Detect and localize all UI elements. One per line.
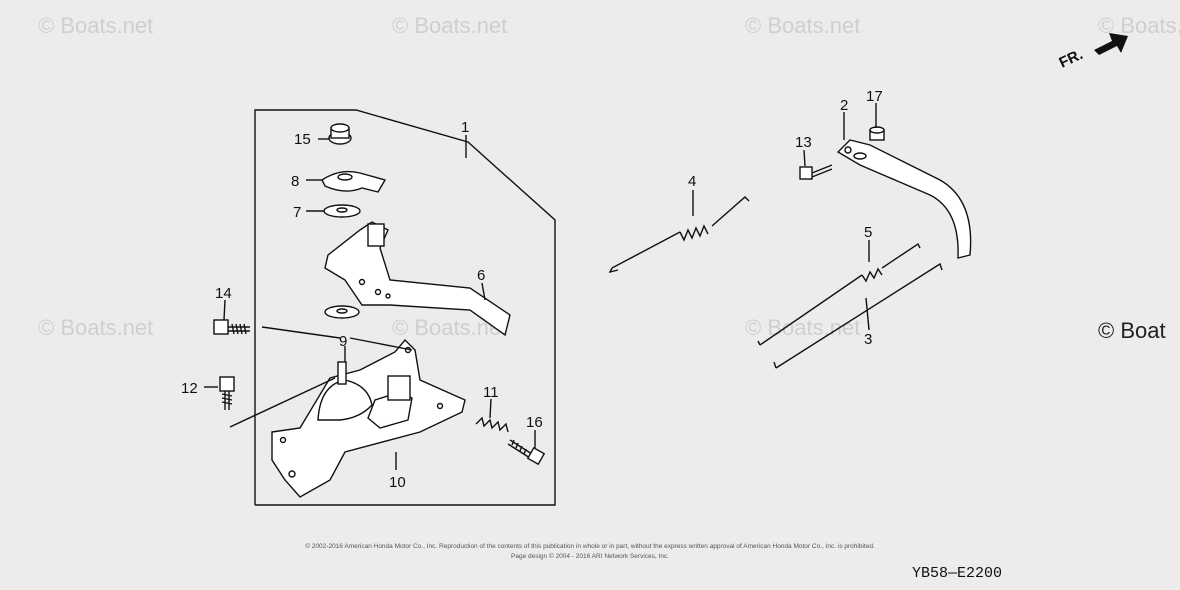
- part-spring-rod-5: [757, 242, 921, 346]
- callout-12: 12: [181, 380, 198, 397]
- part-spring-rod-4: [608, 196, 750, 274]
- callout-15: 15: [294, 131, 311, 148]
- watermark: © Boats.net: [392, 13, 507, 38]
- part-rod-3: [773, 262, 943, 369]
- callout-14: 14: [215, 285, 232, 302]
- copyright-line: © 2002-2016 American Honda Motor Co., In…: [305, 542, 875, 550]
- watermark: © Boats.net: [745, 315, 860, 340]
- callout-1: 1: [461, 119, 469, 136]
- callout-5: 5: [864, 224, 872, 241]
- arrow-icon: [1094, 33, 1128, 55]
- watermark: © Boats.net: [745, 13, 860, 38]
- part-base-plate-10: [271, 338, 466, 498]
- callout-6: 6: [477, 267, 485, 284]
- callout-4: 4: [688, 173, 696, 190]
- watermark: © Boats.net: [38, 13, 153, 38]
- assembly-frame: [254, 109, 556, 506]
- watermarks: © Boats.net © Boats.net © Boats.net © Bo…: [38, 13, 1180, 343]
- part-arm-2: [836, 139, 972, 259]
- callout-9: 9: [339, 333, 347, 350]
- callout-16: 16: [526, 414, 543, 431]
- callout-11: 11: [483, 384, 499, 401]
- callout-7: 7: [293, 204, 301, 221]
- part-nut-15: [328, 123, 352, 145]
- part-plate-8: [321, 170, 387, 193]
- callout-numbers: 1 2 3 4 5 6 7 8 9 10 11 12 13 14 15 16 1…: [181, 88, 883, 491]
- front-direction-indicator: FR.: [1057, 33, 1128, 72]
- callout-10: 10: [389, 474, 406, 491]
- callout-2: 2: [840, 97, 848, 114]
- part-bolt-12: [219, 376, 235, 410]
- part-nut-17: [869, 126, 885, 141]
- copyright-line: Page design © 2004 - 2016 ARI Network Se…: [511, 552, 669, 560]
- part-bolt-13: [799, 164, 833, 180]
- watermark: © Boat: [1098, 318, 1166, 343]
- part-bolt-14: [213, 319, 250, 335]
- part-washer-7: [323, 204, 361, 218]
- leader-lines: [204, 103, 877, 470]
- callout-13: 13: [795, 134, 812, 151]
- part-washer-9: [324, 305, 360, 319]
- watermark: © Boats.net: [38, 315, 153, 340]
- part-bolt-16: [507, 439, 546, 466]
- direction-label: FR.: [1057, 46, 1086, 72]
- part-spring-11: [475, 416, 509, 433]
- diagram-code: YB58—E2200: [912, 565, 1002, 582]
- callout-17: 17: [866, 88, 883, 105]
- callout-8: 8: [291, 173, 299, 190]
- callout-3: 3: [864, 331, 872, 348]
- part-lever-6: [324, 221, 511, 337]
